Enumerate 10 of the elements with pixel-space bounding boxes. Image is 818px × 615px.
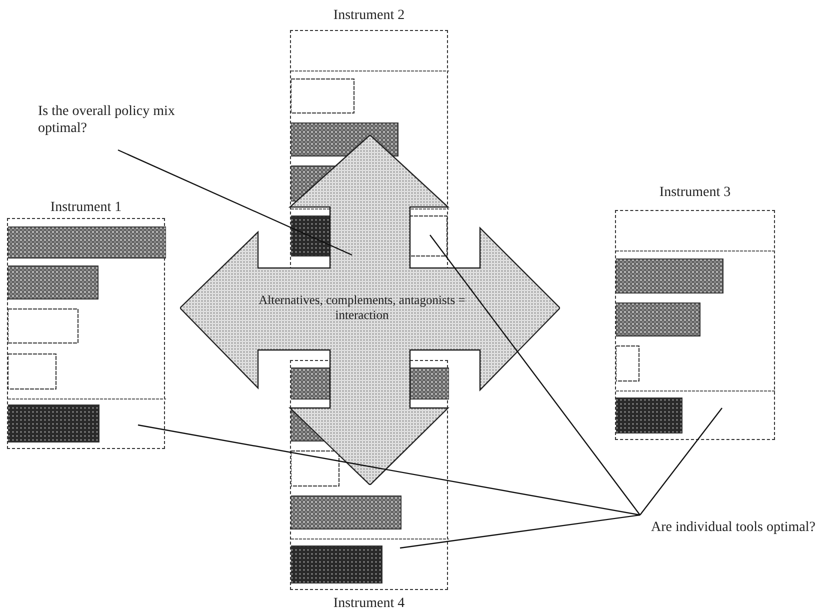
leader-line — [640, 408, 722, 516]
panel-title: Instrument 4 — [332, 596, 406, 612]
leader-line — [138, 424, 640, 516]
leader-line — [400, 514, 640, 549]
question-note: Is the overall policy mix optimal? — [38, 103, 218, 137]
panel-title: Instrument 3 — [658, 185, 732, 201]
panel-title: Instrument 2 — [332, 8, 406, 24]
arrow-label: Alternatives, complements, antagonists = interaction — [258, 293, 466, 323]
panel-title: Instrument 1 — [49, 200, 123, 216]
question-note: Are individual tools optimal? — [651, 519, 818, 536]
